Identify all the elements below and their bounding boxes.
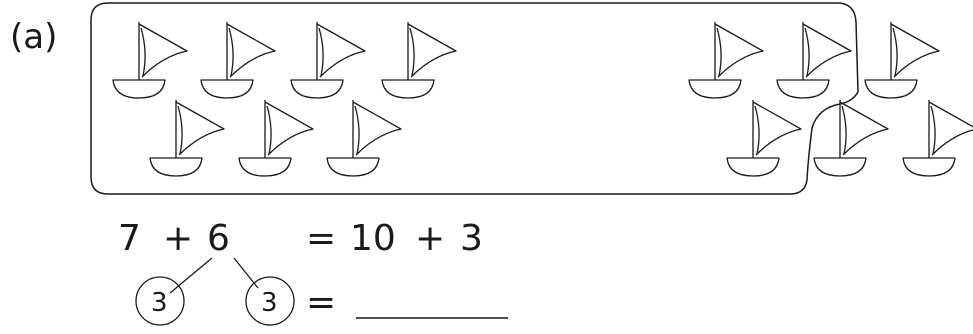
sum-ten: 10 xyxy=(350,218,396,259)
sailboat-icon xyxy=(688,21,764,99)
split-circle-right xyxy=(245,276,295,326)
sailboat-icon xyxy=(776,21,852,99)
sailboat-icon xyxy=(813,99,889,177)
equals-sign-2: = xyxy=(306,282,336,323)
split-value-left: 3 xyxy=(151,288,168,318)
sailboat-icon xyxy=(864,21,940,99)
problem-label: (a) xyxy=(10,17,57,57)
equation-line-1: 7 + 6 = 10 + 3 xyxy=(118,218,483,259)
bond-branch-left xyxy=(169,257,213,294)
ten-frame-grouping-outline xyxy=(90,2,859,195)
sailboat-icon xyxy=(726,99,802,177)
sailboat-icon xyxy=(902,99,973,177)
boats-inside-group xyxy=(112,21,852,177)
sailboat-icon xyxy=(200,21,276,99)
sailboat-icon xyxy=(381,21,457,99)
addend-a: 7 xyxy=(118,218,141,259)
equals-sign: = xyxy=(306,218,336,259)
sailboat-icon xyxy=(149,99,225,177)
split-circle-left xyxy=(135,276,185,326)
split-value-right: 3 xyxy=(261,288,278,318)
plus-sign: + xyxy=(163,218,193,259)
remainder: 3 xyxy=(460,218,483,259)
sailboat-icon xyxy=(290,21,366,99)
boats-outside-group xyxy=(813,21,973,177)
sailboat-icon xyxy=(112,21,188,99)
sailboat-icon xyxy=(238,99,314,177)
addend-b: 6 xyxy=(207,218,230,259)
plus-sign-2: + xyxy=(415,218,445,259)
sailboat-icon xyxy=(326,99,402,177)
